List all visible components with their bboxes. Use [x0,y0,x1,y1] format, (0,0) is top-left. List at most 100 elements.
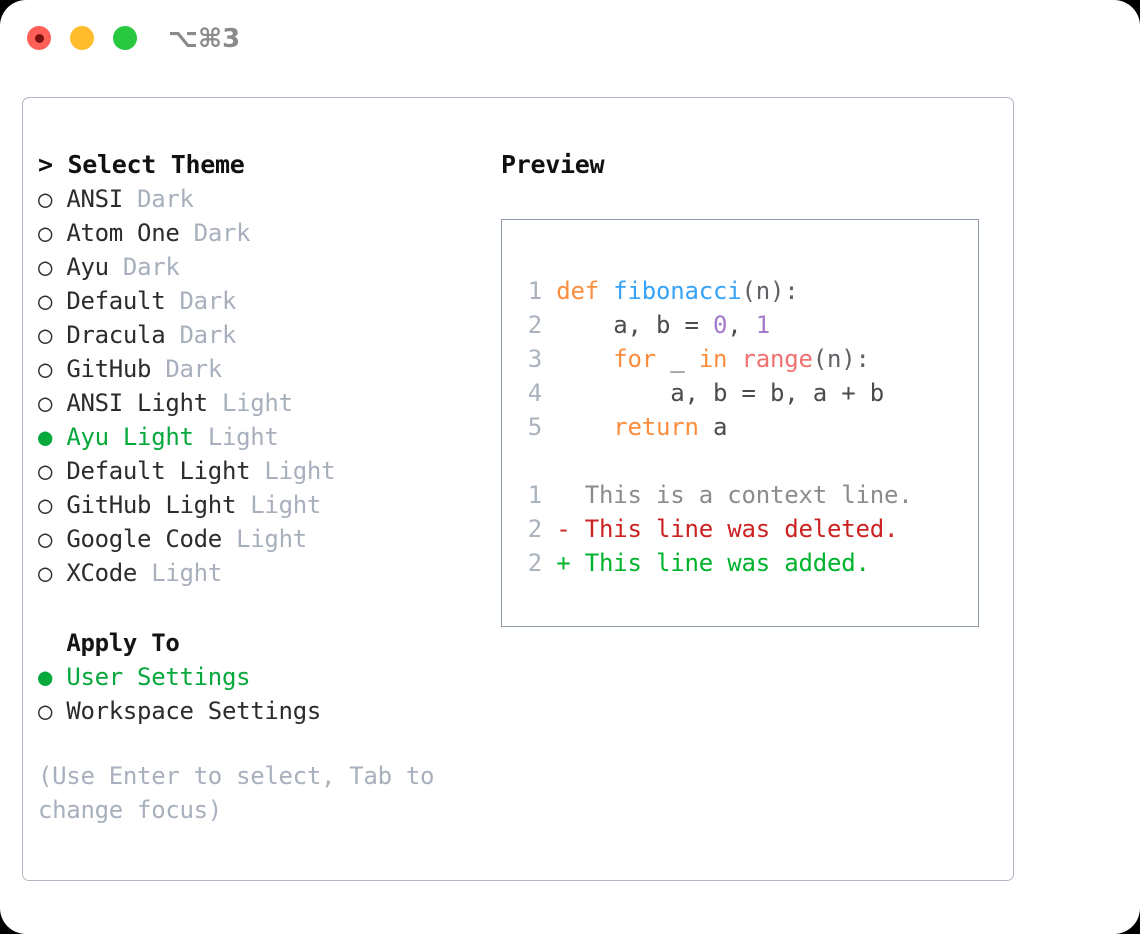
theme-selector-column: > Select Theme ○ ANSI Dark○ Atom One Dar… [38,148,488,827]
theme-option-github-light[interactable]: ○ GitHub Light Light [38,488,488,522]
radio-unselected-icon: ○ [38,219,53,247]
code-token: def [556,277,614,305]
line-number: 1 [527,277,542,305]
theme-option-tag: Light [236,525,307,553]
code-diff-gap [520,444,978,478]
code-line: 4 a, b = b, a + b [520,376,978,410]
radio-unselected-icon: ○ [38,253,53,281]
apply-option-label: User Settings [66,663,251,691]
code-token: in [698,345,728,373]
code-token: fibonacci [613,277,742,305]
code-token: a, b = b, a + b [556,379,884,407]
radio-unselected-icon: ○ [38,559,53,587]
code-token: 1 [755,311,770,339]
code-token: , [727,311,756,339]
radio-unselected-icon: ○ [38,321,53,349]
close-button[interactable] [27,26,51,50]
code-line: 2 a, b = 0, 1 [520,308,978,342]
radio-unselected-icon: ○ [38,697,53,725]
code-token: range [741,345,813,373]
section-spacer [38,590,488,626]
code-token: 0 [713,311,728,339]
main-panel: > Select Theme ○ ANSI Dark○ Atom One Dar… [22,97,1014,881]
theme-option-tag: Dark [179,287,237,315]
focus-caret-icon: > [38,150,53,179]
radio-selected-icon: ● [38,423,53,451]
theme-option-tag: Dark [179,321,237,349]
theme-option-ayu-light[interactable]: ● Ayu Light Light [38,420,488,454]
theme-option-atom-one[interactable]: ○ Atom One Dark [38,216,488,250]
theme-option-tag: Light [207,423,279,451]
code-token [727,345,741,373]
theme-option-label: Default Light [66,457,251,485]
theme-option-tag: Dark [165,355,222,383]
title-bar: ⌥⌘3 [0,0,1140,78]
code-token: a [698,413,728,441]
diff-line-add: 2 + This line was added. [520,546,978,580]
code-token [556,345,613,373]
code-token: return [613,413,699,441]
radio-selected-icon: ● [38,663,53,691]
theme-option-default-light[interactable]: ○ Default Light Light [38,454,488,488]
theme-option-google-code[interactable]: ○ Google Code Light [38,522,488,556]
theme-list: ○ ANSI Dark○ Atom One Dark○ Ayu Dark○ De… [38,182,488,590]
theme-option-tag: Dark [122,253,180,281]
radio-unselected-icon: ○ [38,355,53,383]
apply-to-heading: Apply To [38,626,488,660]
code-token: (n): [812,345,870,373]
minimize-button[interactable] [70,26,94,50]
theme-option-dracula[interactable]: ○ Dracula Dark [38,318,488,352]
code-token [556,413,613,441]
radio-unselected-icon: ○ [38,491,53,519]
apply-option-user-settings[interactable]: ● User Settings [38,660,488,694]
theme-option-ansi-light[interactable]: ○ ANSI Light Light [38,386,488,420]
line-number: 2 [527,311,542,339]
theme-option-github[interactable]: ○ GitHub Dark [38,352,488,386]
theme-option-ansi[interactable]: ○ ANSI Dark [38,182,488,216]
diff-line-text: + This line was added. [556,549,870,577]
theme-option-default[interactable]: ○ Default Dark [38,284,488,318]
theme-option-label: ANSI Light [66,389,208,417]
line-number: 5 [527,413,542,441]
theme-option-label: Ayu [66,253,109,281]
theme-option-label: GitHub [66,355,152,383]
theme-option-label: ANSI [66,185,123,213]
line-number: 1 [527,481,542,509]
apply-option-label: Workspace Settings [66,697,321,725]
theme-option-label: Default [66,287,166,315]
preview-column: Preview 1 def fibonacci(n):2 a, b = 0, 1… [501,148,1001,627]
radio-unselected-icon: ○ [38,185,53,213]
diff-line-ctx: 1 This is a context line. [520,478,978,512]
diff-line-text: - This line was deleted. [556,515,899,543]
maximize-button[interactable] [113,26,137,50]
theme-option-tag: Light [221,389,293,417]
theme-option-label: Dracula [66,321,166,349]
theme-option-label: Ayu Light [66,423,194,451]
radio-unselected-icon: ○ [38,457,53,485]
theme-option-ayu[interactable]: ○ Ayu Dark [38,250,488,284]
apply-to-list: ● User Settings○ Workspace Settings [38,660,488,728]
radio-unselected-icon: ○ [38,525,53,553]
radio-unselected-icon: ○ [38,287,53,315]
theme-option-label: GitHub Light [66,491,237,519]
line-number: 2 [527,515,542,543]
line-number: 3 [527,345,542,373]
theme-option-tag: Light [250,491,322,519]
theme-option-label: Google Code [66,525,222,553]
line-number: 4 [527,379,542,407]
select-theme-heading-label: Select Theme [67,150,245,179]
line-number: 2 [527,549,542,577]
radio-unselected-icon: ○ [38,389,53,417]
diff-line-del: 2 - This line was deleted. [520,512,978,546]
code-token: for [613,345,656,373]
select-theme-heading: > Select Theme [38,148,488,182]
code-token: (n): [741,277,799,305]
theme-option-xcode[interactable]: ○ XCode Light [38,556,488,590]
apply-option-workspace-settings[interactable]: ○ Workspace Settings [38,694,488,728]
window-controls [27,26,137,50]
theme-option-tag: Light [264,457,336,485]
code-token: a, b = [556,311,713,339]
diff-sample: 1 This is a context line.2 - This line w… [520,478,978,580]
